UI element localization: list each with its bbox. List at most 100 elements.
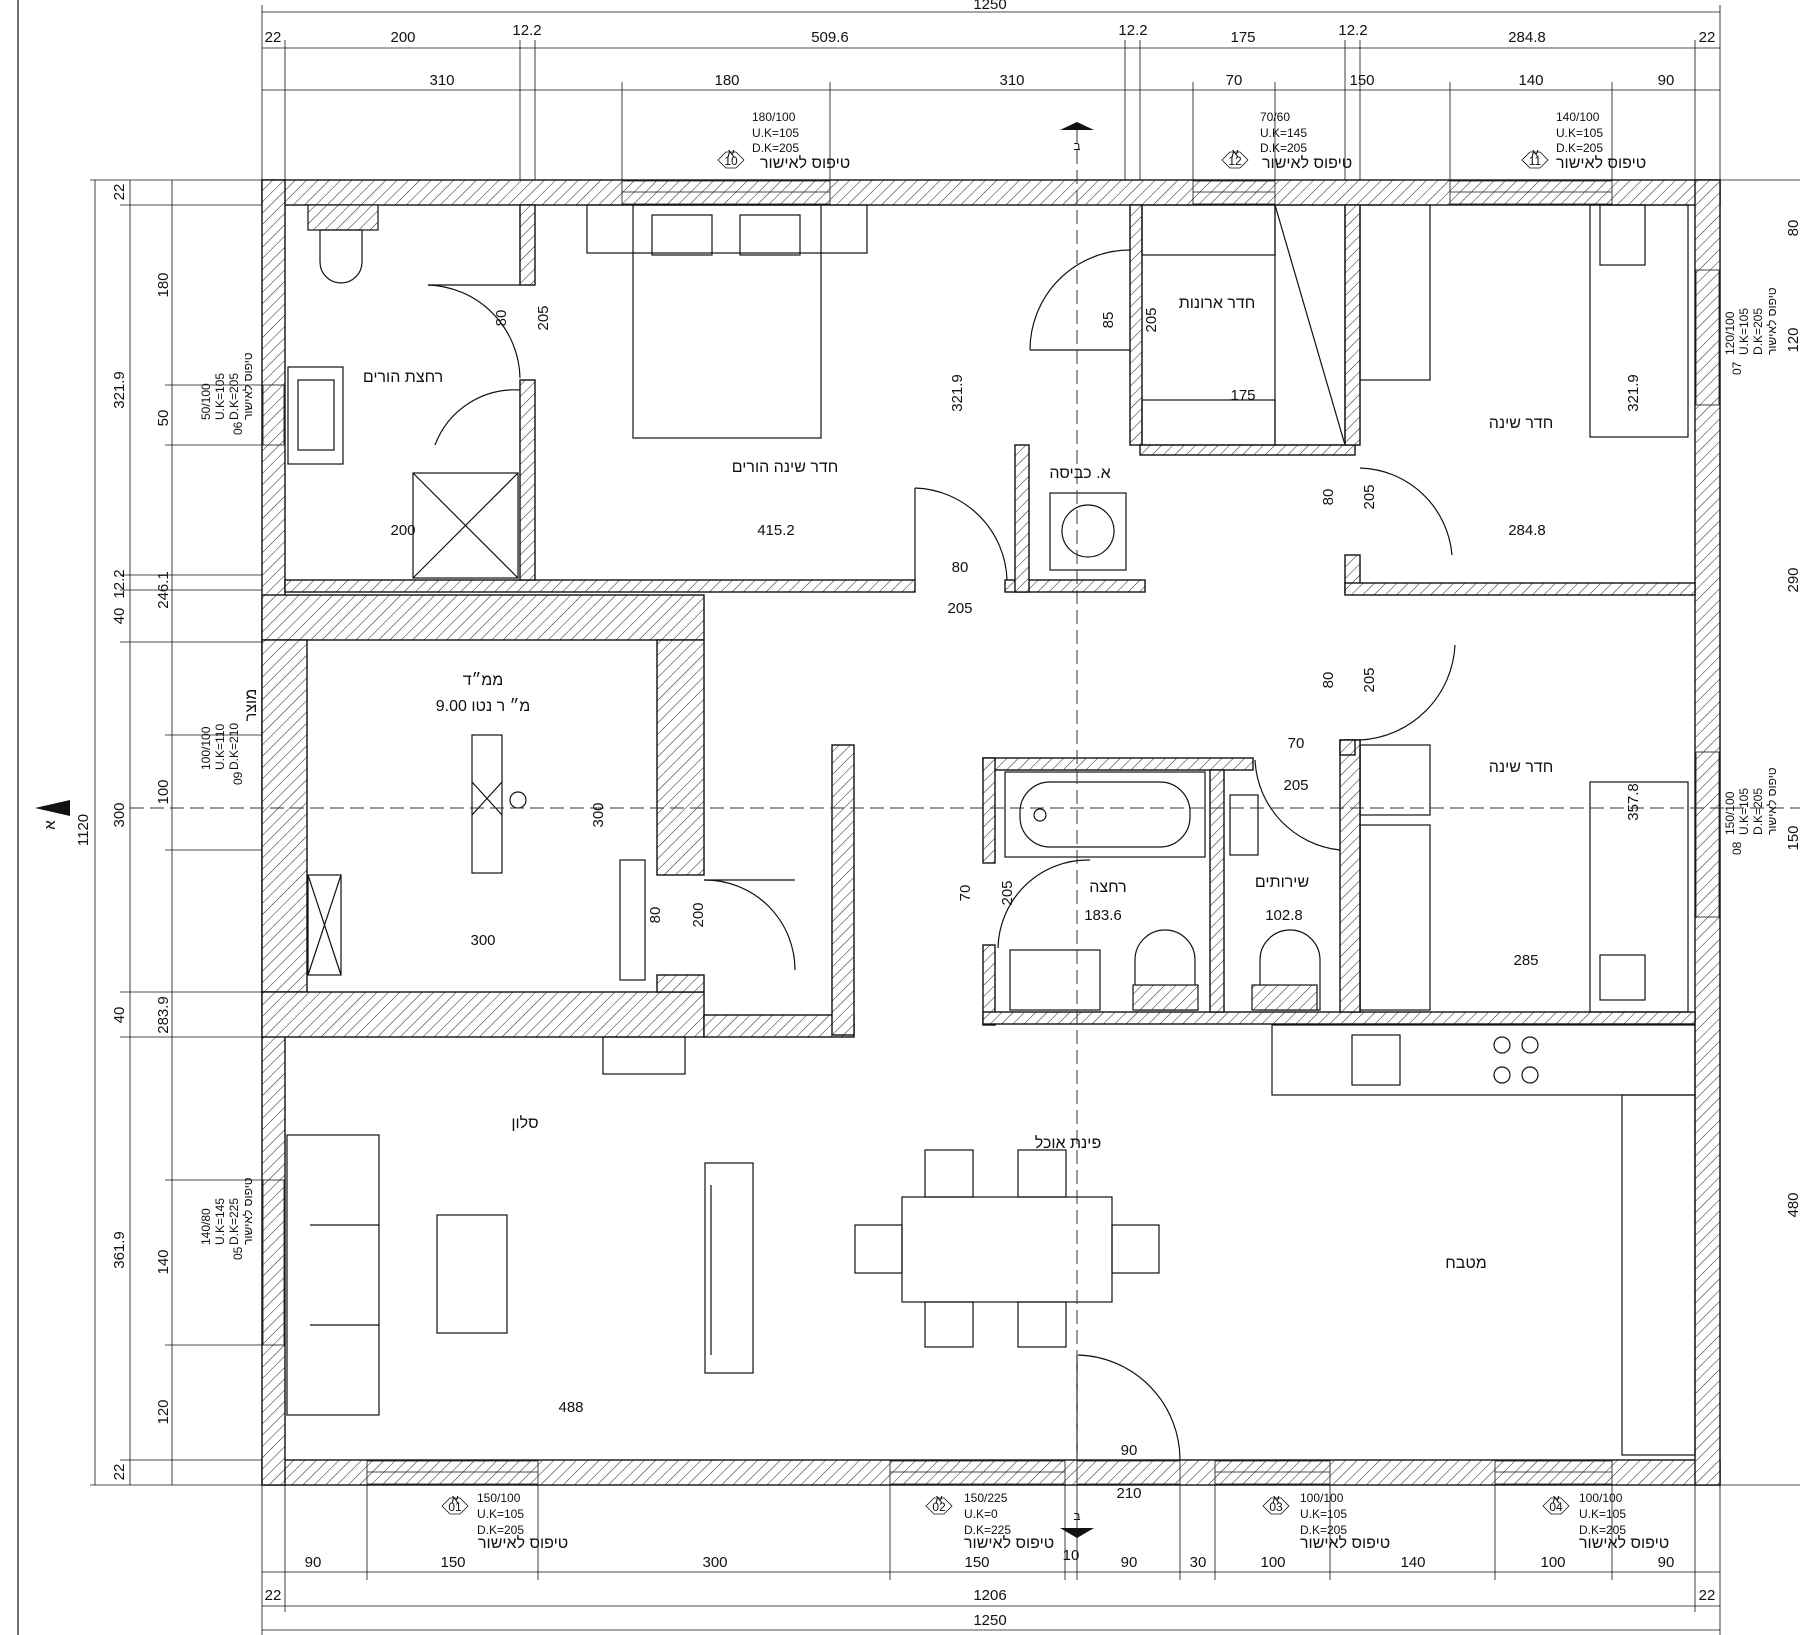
dim-top-4: 509.6 <box>811 29 849 46</box>
dim-left-4: 246.1 <box>155 571 172 609</box>
section-arrow-top-icon <box>1060 122 1094 130</box>
dim-bot-9: 140 <box>1400 1554 1425 1571</box>
room-safe-room-area: 9.00 מ״ ר נטו <box>436 698 531 715</box>
room-storage: מוצר <box>243 689 260 721</box>
dim-bot-3: 300 <box>702 1554 727 1571</box>
dim-top2-6: 140 <box>1518 72 1543 89</box>
svg-text:א: א <box>451 1492 459 1506</box>
furniture <box>286 204 1696 1456</box>
svg-text:טיפוס לאישור: טיפוס לאישור <box>1765 287 1779 355</box>
svg-text:07: 07 <box>1730 361 1744 375</box>
window-tag-05: 140/80 U.K=145 D.K=225 טיפוס לאישור 05 <box>199 1177 255 1260</box>
svg-text:D.K=205: D.K=205 <box>1300 1523 1347 1537</box>
svg-text:12: 12 <box>1228 154 1242 168</box>
dim-left-2: 321.9 <box>111 371 128 409</box>
hex-icon <box>1262 1497 1290 1515</box>
doors <box>427 249 1456 1461</box>
dim-top-6: 175 <box>1230 29 1255 46</box>
room-bedroom-2: חדר שינה <box>1489 759 1554 776</box>
hex-icon <box>925 1497 953 1515</box>
dim-int-14: 205 <box>1361 667 1378 692</box>
dim-int-13: 205 <box>947 600 972 617</box>
dim-overall-left: 1120 <box>75 814 92 846</box>
dim-right-1: 80 <box>1785 220 1800 237</box>
bottom-dimensions: 90 150 300 150 10 90 30 100 140 100 90 2… <box>261 1485 1721 1635</box>
dim-top-8: 284.8 <box>1508 29 1546 46</box>
svg-text:טיפוס לאישור: טיפוס לאישור <box>1579 1534 1669 1552</box>
svg-text:א: א <box>1231 146 1239 160</box>
svg-text:100/100: 100/100 <box>1300 1491 1344 1505</box>
dim-int-15: 300 <box>590 802 607 827</box>
room-parents-bath: רחצת הורים <box>363 369 443 386</box>
right-dimensions: 80 120 290 150 480 <box>1720 179 1800 1486</box>
svg-text:06: 06 <box>231 421 245 435</box>
svg-text:טיפוס לאישור: טיפוס לאישור <box>1556 154 1646 172</box>
svg-text:טיפוס לאישור: טיפוס לאישור <box>1262 154 1352 172</box>
svg-text:טיפוס לאישור: טיפוס לאישור <box>241 1177 255 1245</box>
dim-bot-8: 100 <box>1260 1554 1285 1571</box>
section-arrow-bottom-icon <box>1060 1528 1094 1538</box>
svg-text:D.K=205: D.K=205 <box>227 373 241 420</box>
dim-bot2-1: 22 <box>265 1587 282 1604</box>
svg-text:U.K=145: U.K=145 <box>1260 126 1307 140</box>
dim-left2-4: 140 <box>155 1249 172 1274</box>
svg-text:א: א <box>1531 146 1539 160</box>
dim-left-5: 40 <box>111 608 128 625</box>
window-tag-09: 100/100 U.K=110 D.K=210 09 <box>199 723 245 785</box>
svg-text:D.K=205: D.K=205 <box>1751 788 1765 835</box>
dim-top-9: 22 <box>1699 29 1716 46</box>
window-tag-11: 140/100 U.K=105 D.K=205 טיפוס לאישור 11 … <box>1521 110 1646 172</box>
room-dining: פינת אוכל <box>1035 1134 1101 1152</box>
top-dimensions: 1250 22 200 12.2 509.6 12.2 175 12.2 284… <box>261 0 1721 182</box>
svg-text:א: א <box>1272 1492 1280 1506</box>
outer-walls <box>261 179 1721 1486</box>
svg-text:U.K=0: U.K=0 <box>964 1507 998 1521</box>
dim-int-5: 200 <box>390 522 415 539</box>
dim-int-30: 90 <box>1121 1442 1138 1459</box>
section-mark-bottom: ב <box>1073 1509 1080 1523</box>
dim-bot-2: 150 <box>440 1554 465 1571</box>
svg-text:D.K=225: D.K=225 <box>227 1198 241 1245</box>
dim-int-19: 80 <box>1320 672 1337 689</box>
dim-int-10: 205 <box>1361 484 1378 509</box>
interior-dimensions: 80 205 321.9 415.2 200 85 205 175 80 205… <box>390 305 1642 1502</box>
svg-text:180/100: 180/100 <box>752 110 796 124</box>
svg-text:U.K=105: U.K=105 <box>752 126 799 140</box>
dim-bot-1: 90 <box>305 1554 322 1571</box>
svg-text:D.K=225: D.K=225 <box>964 1523 1011 1537</box>
svg-text:D.K=205: D.K=205 <box>1751 308 1765 355</box>
dim-int-20: 70 <box>1288 735 1305 752</box>
dim-inner-bottom: 1206 <box>973 1587 1006 1604</box>
dim-int-4: 415.2 <box>757 522 795 539</box>
dim-top2-3: 310 <box>999 72 1024 89</box>
svg-text:U.K=145: U.K=145 <box>213 1198 227 1245</box>
dim-top2-5: 150 <box>1349 72 1374 89</box>
svg-text:U.K=105: U.K=105 <box>1579 1507 1626 1521</box>
room-laundry: א. כביסה <box>1049 465 1110 482</box>
svg-text:02: 02 <box>932 1500 946 1514</box>
dim-int-27: 357.8 <box>1625 783 1642 821</box>
svg-text:D.K=205: D.K=205 <box>1556 141 1603 155</box>
dim-left2-1: 180 <box>155 272 172 297</box>
dim-left-9: 361.9 <box>111 1231 128 1269</box>
dim-int-6: 85 <box>1100 312 1117 329</box>
dim-top2-4: 70 <box>1226 72 1243 89</box>
section-arrow-left-icon <box>35 800 70 816</box>
dim-bot-7: 30 <box>1190 1554 1207 1571</box>
svg-text:א: א <box>1552 1492 1560 1506</box>
dim-left-1: 22 <box>111 184 128 201</box>
svg-text:U.K=105: U.K=105 <box>1737 788 1751 835</box>
dim-int-8: 175 <box>1230 387 1255 404</box>
svg-text:U.K=105: U.K=105 <box>477 1507 524 1521</box>
window-tag-08: 150/100 U.K=105 D.K=205 טיפוס לאישור 08 <box>1723 767 1779 855</box>
dim-top-7: 12.2 <box>1338 22 1367 39</box>
left-dimensions: 22 321.9 12.2 246.1 40 300 40 283.9 361.… <box>35 179 262 1486</box>
interior-walls <box>261 204 1696 1038</box>
dim-overall-bottom: 1250 <box>973 1612 1006 1629</box>
room-kitchen: מטבח <box>1445 1255 1487 1272</box>
dim-int-18: 200 <box>690 902 707 927</box>
hex-icon <box>1542 1497 1570 1515</box>
dim-right-4: 150 <box>1785 825 1800 850</box>
window-tag-10: 180/100 U.K=105 D.K=205 טיפוס לאישור 10 … <box>717 110 850 172</box>
dim-int-26: 285 <box>1513 952 1538 969</box>
